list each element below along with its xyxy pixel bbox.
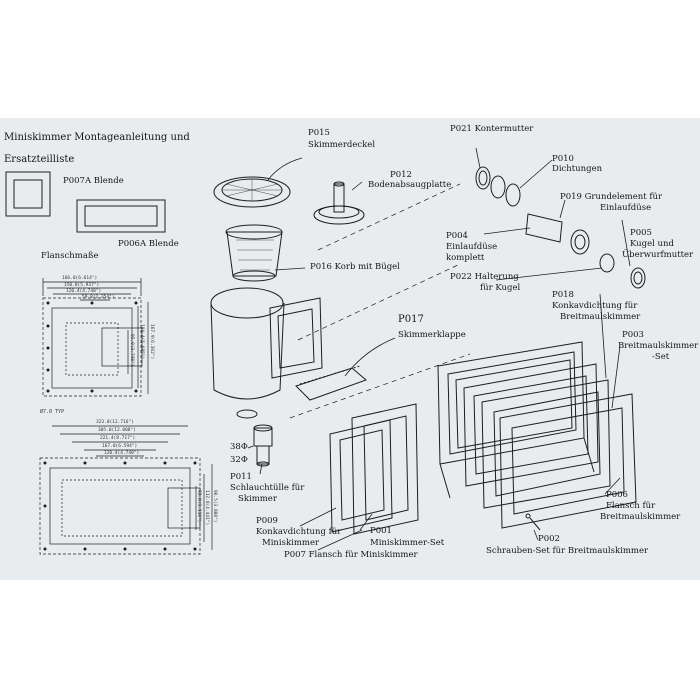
label-p018-line1: P018	[552, 290, 574, 300]
label-size-38: 38Φ	[230, 442, 248, 452]
label-p003-line3: -Set	[652, 352, 670, 362]
basket-drawing	[225, 224, 283, 282]
assembly-lines	[289, 183, 471, 419]
dim-top-height-2: 184.4(5.685")	[139, 324, 144, 360]
dim-top-width-1: 166.0(6.614")	[62, 276, 98, 281]
flange-drawing-top	[42, 278, 149, 397]
label-p015-code: P015	[308, 128, 330, 138]
label-p003-line2: Breitmaulskimmer	[618, 341, 699, 351]
hose-nozzle-drawing	[253, 424, 273, 467]
label-p004-line3: komplett	[446, 253, 485, 263]
label-p001-code: P001	[370, 526, 392, 536]
dim-bottom-width-4: 167.0(6.594")	[102, 444, 138, 449]
label-p010-code: P010	[552, 154, 574, 164]
label-p007a: P007A Blende	[63, 176, 124, 186]
label-p005-line2: Kugel und	[630, 239, 674, 249]
mini-flange-drawing	[351, 403, 419, 535]
label-p004-line1: P004	[446, 231, 468, 241]
dim-top-width-3: 120.4(4.740")	[66, 289, 102, 294]
label-p006-line3: Breitmaulskimmer	[600, 512, 681, 522]
label-p009-line3: Miniskimmer	[262, 538, 320, 548]
label-p004-line2: Einlaufdüse	[446, 242, 498, 252]
wide-skimmer-drawing	[437, 341, 599, 499]
dim-bottom-width-3: 221.4(8.717")	[100, 436, 136, 441]
label-p001-name: Miniskimmer-Set	[370, 538, 445, 548]
label-p006-line2: Flansch für	[606, 501, 656, 511]
dim-bottom-height-2: 112.8(4.441")	[204, 490, 209, 526]
label-p007: P007 Flansch für Miniskimmer	[284, 550, 418, 560]
dim-bottom-width-5: 120.4(4.740")	[104, 451, 140, 456]
flap-drawing	[295, 365, 367, 401]
label-p017-name: Skimmerklappe	[398, 330, 466, 340]
label-p009-line2: Konkavdichtung für	[256, 527, 342, 537]
label-p022-line2: für Kugel	[480, 283, 521, 293]
skimmer-body-drawing	[210, 287, 323, 419]
label-p018-line3: Breitmaulskimmer	[560, 312, 641, 322]
instruction-sheet: Miniskimmer Montageanleitung und Ersatzt…	[0, 118, 700, 580]
label-p017-code: P017	[398, 314, 424, 325]
wide-gasket-drawing	[481, 379, 611, 509]
label-p018-line2: Konkavdichtung für	[552, 301, 638, 311]
mini-gasket-drawing	[329, 419, 393, 533]
label-size-32: 32Φ	[230, 455, 248, 465]
label-p006-line1: P006	[606, 490, 628, 500]
dim-top-width-2: 150.8(5.937")	[64, 283, 100, 288]
label-p006a: P006A Blende	[118, 239, 179, 249]
suction-plate-drawing	[313, 181, 365, 225]
label-p011-line2: Schlauchtülle für	[230, 483, 305, 493]
wide-flange-drawing	[499, 393, 637, 529]
label-p019-line1: P019 Grundelement für	[560, 192, 663, 202]
dim-bottom-width-2: 305.0(12.008")	[98, 428, 136, 433]
label-p003-line1: P003	[622, 330, 644, 340]
label-p012-code: P012	[390, 170, 412, 180]
dim-top-height-1: 95.0(3.740")	[129, 334, 134, 367]
flange-drawing-bottom	[39, 425, 213, 555]
dim-bottom-height-3: 96.5(3.800")	[212, 490, 217, 523]
label-p022-line1: P022 Halterung	[450, 272, 519, 282]
label-p005-line1: P005	[630, 228, 652, 238]
leader-lines	[247, 147, 631, 551]
label-p010-name: Dichtungen	[552, 164, 603, 174]
blende-p006a-drawing	[76, 199, 166, 233]
label-p015-name: Skimmerdeckel	[308, 140, 376, 150]
skimmer-lid-drawing	[213, 176, 291, 208]
label-p005-line3: Überwurfmutter	[622, 250, 694, 260]
dim-bottom-height-1: 93.8(3.110")	[196, 490, 201, 523]
label-p011-line1: P011	[230, 472, 252, 482]
label-p002-name: Schrauben-Set für Breitmaulskimmer	[486, 546, 649, 556]
label-p016: P016 Korb mit Bügel	[310, 262, 400, 272]
exploded-diagram	[5, 147, 646, 555]
label-p011-line3: Skimmer	[238, 494, 277, 504]
inlet-nozzle-parts-drawing	[475, 166, 646, 289]
dim-top-width-4: 59.8(2.354")	[82, 295, 115, 300]
title-line-1: Miniskimmer Montageanleitung und	[4, 132, 190, 143]
dim-typ-note: Ø7.0 TYP	[40, 409, 65, 415]
label-p002-code: P002	[538, 534, 560, 544]
label-p009-line1: P009	[256, 516, 278, 526]
title-line-2: Ersatzteilliste	[4, 154, 75, 165]
dim-top-height-3: 167.9(6.362")	[149, 324, 154, 360]
dim-bottom-width-1: 323.0(12.716")	[96, 420, 134, 425]
screw-drawing	[525, 513, 541, 531]
label-p021: P021 Kontermutter	[450, 124, 534, 134]
label-p012-name: Bodenabsaugplatte	[368, 180, 452, 190]
label-p019-line2: Einlaufdüse	[600, 203, 652, 213]
label-flanschmasse: Flanschmaße	[41, 251, 99, 261]
blende-p007a-drawing	[5, 171, 51, 217]
